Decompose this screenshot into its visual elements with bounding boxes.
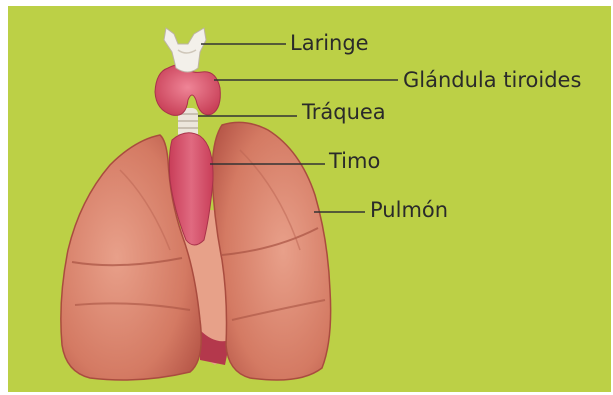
lung-right <box>212 122 331 380</box>
larynx-shape <box>164 28 206 72</box>
label-lung: Pulmón <box>370 200 448 221</box>
label-thymus: Timo <box>329 151 380 172</box>
label-trachea: Tráquea <box>302 102 386 123</box>
label-larynx: Laringe <box>290 33 369 54</box>
label-thyroid-gland: Glándula tiroides <box>403 70 581 91</box>
